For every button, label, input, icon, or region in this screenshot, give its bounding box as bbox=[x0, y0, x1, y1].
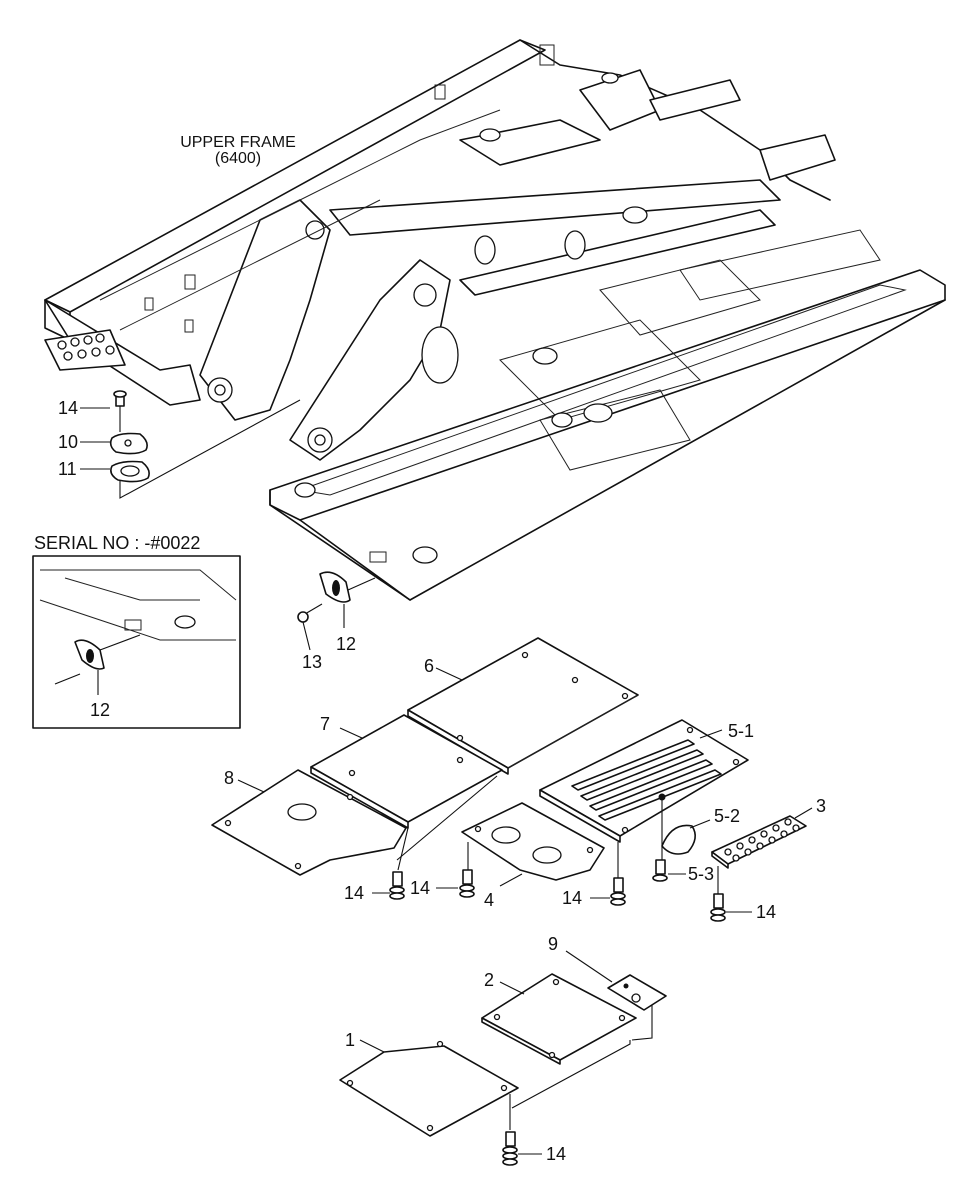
label-14-e: 14 bbox=[546, 1144, 566, 1164]
label-8: 8 bbox=[224, 768, 234, 788]
serial-inset-detail bbox=[39, 569, 237, 695]
bolt-14-b bbox=[459, 869, 475, 898]
serial-inset-title: SERIAL NO : -#0022 bbox=[34, 533, 200, 553]
bolt-14-e bbox=[502, 1131, 518, 1166]
bolt-14-c bbox=[610, 877, 626, 906]
bolt-14-d bbox=[710, 893, 726, 922]
gasket-5-2 bbox=[661, 824, 696, 855]
label-2: 2 bbox=[484, 970, 494, 990]
label-7: 7 bbox=[320, 714, 330, 734]
label-12-inset: 12 bbox=[90, 700, 110, 720]
plate-6 bbox=[407, 637, 639, 775]
label-4: 4 bbox=[484, 890, 494, 910]
label-14-top: 14 bbox=[58, 398, 78, 418]
plate-4 bbox=[461, 802, 605, 881]
step-holes bbox=[57, 333, 115, 361]
label-11: 11 bbox=[58, 459, 77, 479]
label-5-1: 5-1 bbox=[728, 721, 754, 741]
label-14-a: 14 bbox=[344, 883, 364, 903]
plate-1 bbox=[339, 1040, 519, 1137]
bolt-14-a bbox=[389, 871, 405, 900]
label-3: 3 bbox=[816, 796, 826, 816]
cover-12-13 bbox=[297, 571, 376, 651]
cover-plate-group bbox=[109, 390, 301, 499]
label-1: 1 bbox=[345, 1030, 355, 1050]
plate-9 bbox=[607, 974, 667, 1011]
plate-8 bbox=[211, 769, 407, 876]
plate-5-1 bbox=[539, 719, 749, 843]
label-9: 9 bbox=[548, 934, 558, 954]
upper-frame-assembly bbox=[44, 39, 946, 601]
step-3 bbox=[711, 815, 807, 869]
label-6: 6 bbox=[424, 656, 434, 676]
plate-2 bbox=[481, 973, 637, 1065]
label-5-2: 5-2 bbox=[714, 806, 740, 826]
label-13: 13 bbox=[302, 652, 322, 672]
label-14-c: 14 bbox=[562, 888, 582, 908]
serial-inset-frame bbox=[32, 555, 241, 729]
plate-7 bbox=[310, 714, 503, 829]
frame-title: UPPER FRAME bbox=[180, 134, 296, 151]
label-12: 12 bbox=[336, 634, 356, 654]
label-14-b: 14 bbox=[410, 878, 430, 898]
label-14-d: 14 bbox=[756, 902, 776, 922]
label-10: 10 bbox=[58, 432, 78, 452]
label-5-3: 5-3 bbox=[688, 864, 714, 884]
bolt-5-3 bbox=[652, 859, 668, 882]
frame-model: (6400) bbox=[215, 150, 261, 167]
